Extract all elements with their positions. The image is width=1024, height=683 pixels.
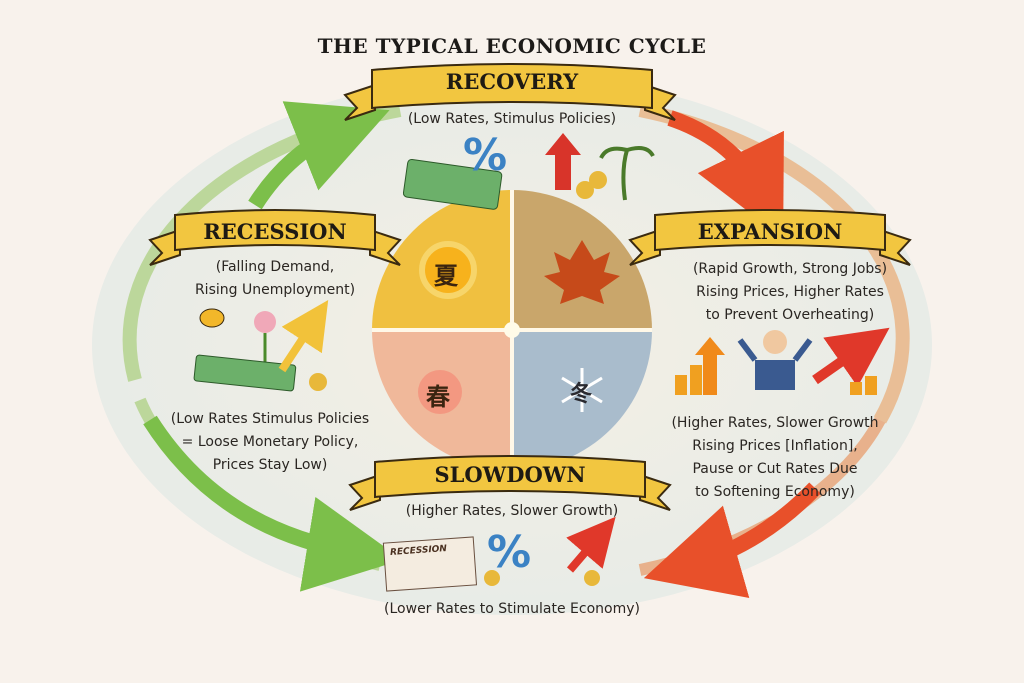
seasons-circle: [372, 190, 652, 470]
bee-icon: [199, 308, 225, 328]
expansion-label: EXPANSION: [697, 219, 843, 244]
up-arrow-icon: [695, 337, 725, 395]
arrow-recession-to-recovery: [248, 101, 390, 210]
expansion-lower-line: Pause or Cut Rates Due: [692, 461, 858, 477]
recession-illustration: [193, 299, 329, 392]
expansion-lower-description: (Higher Rates, Slower Growth Rising Pric…: [650, 412, 900, 504]
money-stack-icon: [193, 354, 297, 392]
expansion-lower-line: Rising Prices [Inflation],: [692, 438, 858, 454]
banner-slowdown: [374, 455, 646, 499]
coins-icon: [589, 171, 607, 189]
winter-character: 冬: [570, 382, 593, 407]
blossom-icon: [418, 370, 462, 414]
spring-character: 春: [426, 383, 450, 411]
up-arrow-icon: [566, 516, 616, 573]
recession-line: Rising Unemployment): [194, 282, 356, 298]
up-arrow-icon: [278, 299, 329, 373]
recession-lower-description: (Low Rates Stimulus Policies = Loose Mon…: [140, 408, 400, 477]
expansion-line: to Prevent Overheating): [705, 307, 875, 323]
slowdown-description: (Higher Rates, Slower Growth): [405, 503, 619, 519]
arrow-expansion-to-slowdown: [643, 482, 821, 598]
snowflake-icon: [561, 368, 603, 412]
banner-recession: [174, 209, 376, 252]
up-arrow-icon: [812, 327, 890, 387]
recession-label: RECESSION: [203, 219, 347, 244]
recovery-description: (Low Rates, Stimulus Policies): [407, 111, 617, 127]
expansion-illustration: [675, 327, 890, 395]
summer-character: 夏: [434, 262, 458, 290]
expansion-line: Rising Prices, Higher Rates: [696, 284, 884, 300]
money-stack-icon: [402, 158, 503, 210]
expansion-lower-line: (Higher Rates, Slower Growth: [671, 415, 879, 431]
businessman-icon: [763, 330, 787, 354]
slowdown-lower-description: (Lower Rates to Stimulate Economy): [384, 601, 640, 617]
recession-line: (Falling Demand,: [215, 259, 335, 275]
recession-description: (Falling Demand, Rising Unemployment): [140, 256, 410, 302]
page-title: THE TYPICAL ECONOMIC CYCLE: [317, 34, 707, 58]
banner-expansion: [654, 209, 886, 252]
percent-icon: %: [487, 527, 532, 578]
percent-icon: %: [463, 130, 508, 181]
expansion-line: (Rapid Growth, Strong Jobs): [692, 261, 888, 277]
arrow-slowdown-to-recession: [143, 415, 403, 592]
recovery-illustration: [402, 133, 655, 210]
sun-icon: [419, 241, 477, 299]
recession-lower-line: = Loose Monetary Policy,: [181, 434, 359, 450]
banner-recovery: [371, 63, 653, 110]
newspaper-icon: [382, 536, 478, 592]
slowdown-illustration: [382, 516, 616, 592]
recession-lower-line: Prices Stay Low): [212, 457, 328, 473]
expansion-description: (Rapid Growth, Strong Jobs) Rising Price…: [660, 258, 920, 327]
slowdown-label: SLOWDOWN: [434, 462, 586, 487]
up-arrow-icon: [545, 133, 581, 190]
maple-leaf-icon: [544, 240, 620, 304]
expansion-lower-line: to Softening Economy): [695, 484, 855, 500]
arrow-recovery-to-expansion: [667, 110, 784, 239]
flower-icon: [254, 311, 276, 333]
palm-tree-icon: [599, 146, 655, 201]
coins-icon: [309, 373, 327, 391]
recession-lower-line: (Low Rates Stimulus Policies: [170, 411, 370, 427]
coins-icon: [484, 570, 500, 586]
recovery-label: RECOVERY: [445, 69, 579, 94]
